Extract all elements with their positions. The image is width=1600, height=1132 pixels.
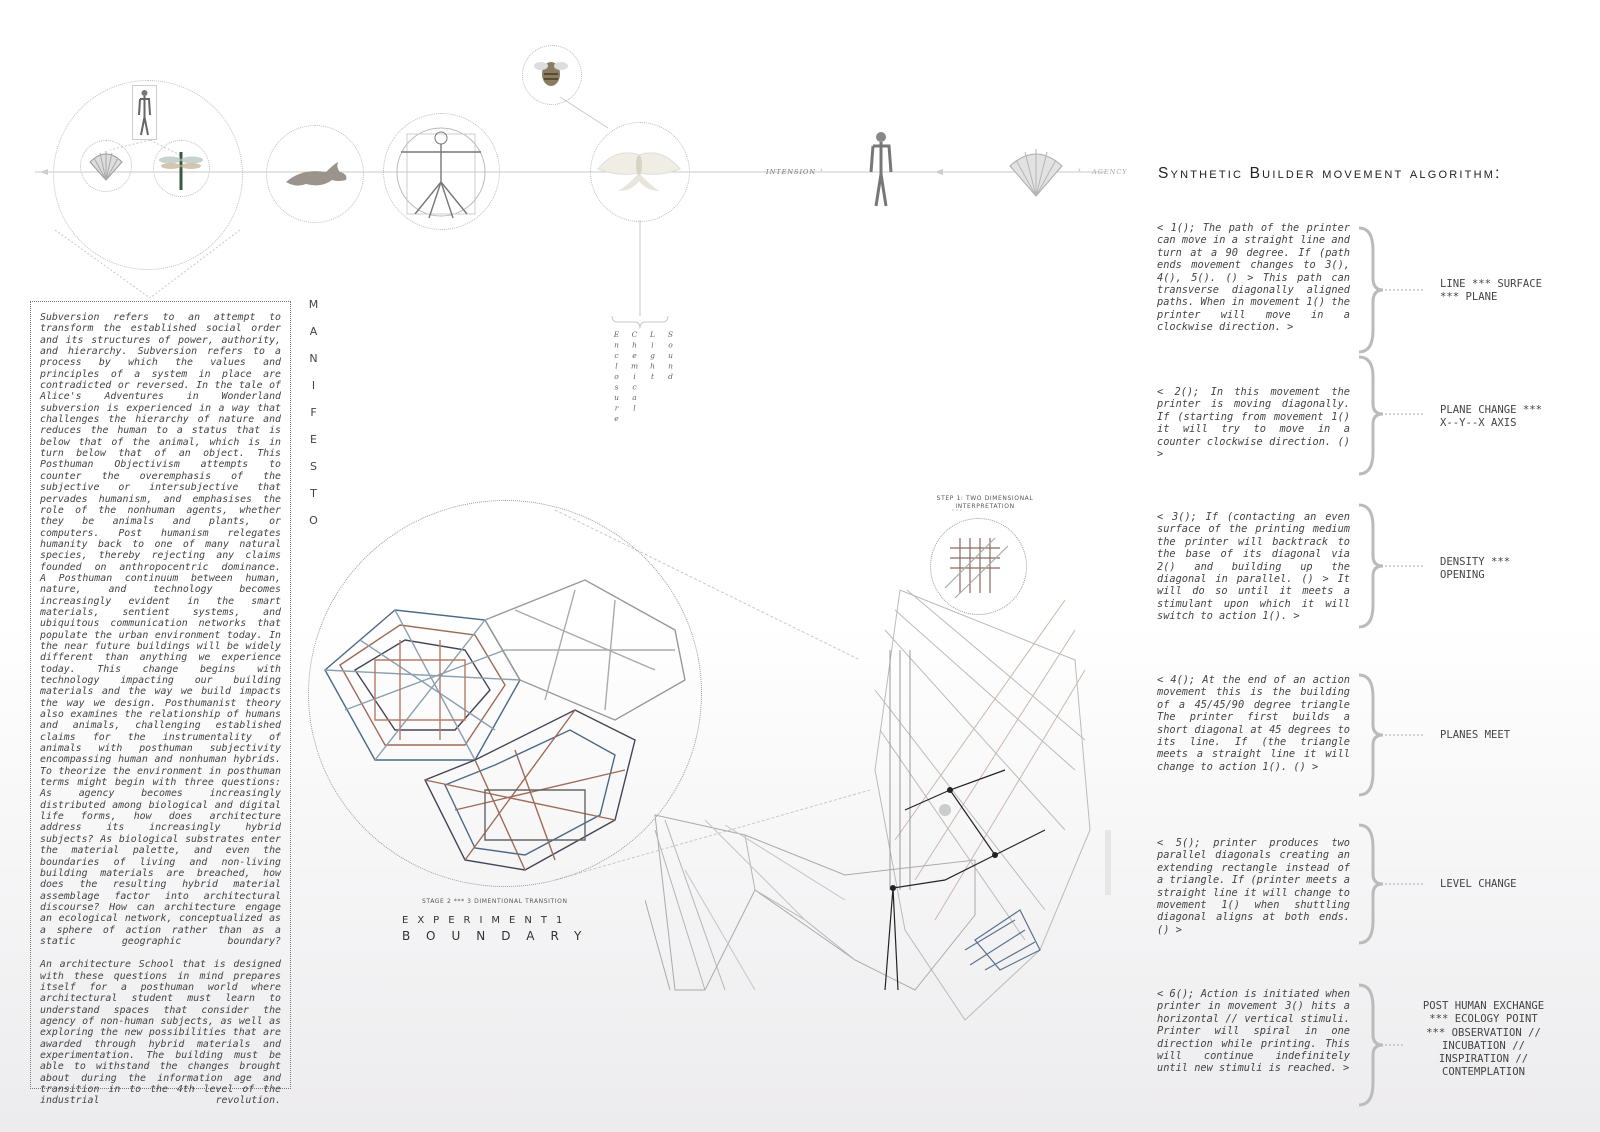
manifesto-paragraph-1: Subversion refers to an attempt to trans… <box>40 312 281 573</box>
bee-circle <box>522 45 582 105</box>
shell-circle <box>80 140 132 192</box>
algorithm-step-2: < 2(); In this movement the printer is m… <box>1157 386 1350 461</box>
sense-enclosure: Enclosure <box>612 330 621 425</box>
manifesto-paragraph-3: To theorize the environment in posthuman… <box>40 765 281 947</box>
experiment-title: EXPERIMENT1 <box>402 915 572 926</box>
algorithm-step-6: < 6(); Action is initiated when printer … <box>1157 988 1350 1075</box>
agency-label: AGENCY <box>1092 168 1128 176</box>
step-3-outcome: DENSITY *** OPENING <box>1440 556 1511 582</box>
experiment-zoom-circle <box>308 500 702 887</box>
algorithm-step-5: < 5(); printer produces two parallel dia… <box>1157 837 1350 936</box>
seashell-large-icon <box>1009 149 1063 197</box>
manifesto-paragraph-2: A Posthuman continuum between human, nat… <box>40 572 281 766</box>
sense-chemical: Chemical <box>630 330 639 414</box>
vitruvian-man-icon <box>396 127 486 219</box>
step-2-outcome: PLANE CHANGE *** X--Y--X AXIS <box>1440 404 1543 430</box>
vitruvian-circle <box>383 113 500 230</box>
intension-label: INTENSION <box>766 168 817 176</box>
boundary-plan-drawing <box>645 589 1111 1021</box>
detail-circle <box>930 518 1027 615</box>
step-4-outcome: PLANES MEET <box>1440 729 1511 741</box>
manifesto-paragraph-4: An architecture School that is designed … <box>40 959 281 1107</box>
step-1-outcome: LINE *** SURFACE *** PLANE <box>1440 278 1543 304</box>
detail-drawing <box>944 537 1009 599</box>
algorithm-title: Synthetic Builder movement algorithm: <box>1158 165 1502 182</box>
hare-circle <box>266 125 364 223</box>
dragonfly-circle <box>153 140 210 197</box>
experiment-subtitle: BOUNDARY <box>402 929 598 943</box>
step-5-outcome: LEVEL CHANGE <box>1440 878 1517 890</box>
human-figure-icon <box>132 85 157 140</box>
manifesto-text-box: Subversion refers to an attempt to trans… <box>30 301 291 1106</box>
moth-circle <box>590 122 690 222</box>
stage-caption: STAGE 2 *** 3 DIMENTIONAL TRANSITION <box>422 898 568 905</box>
sense-sound: Sound <box>666 330 675 383</box>
algorithm-step-3: < 3(); If (contacting an even surface of… <box>1157 511 1350 623</box>
hare-icon <box>286 162 347 186</box>
sense-light: Light <box>648 330 657 383</box>
anatomy-figure-icon <box>869 132 893 207</box>
bee-icon <box>534 62 568 86</box>
step-caption: STEP 1: TWO DIMENSIONAL INTERPRETATION <box>936 495 1034 510</box>
seashell-icon <box>89 151 123 181</box>
manifesto-heading: MANIFESTO <box>307 298 320 541</box>
step-brackets <box>1358 226 1425 1107</box>
polyhedra-drawing <box>324 579 686 871</box>
intension-arrow-icon: › <box>820 166 823 174</box>
algorithm-step-1: < 1(); The path of the printer can move … <box>1157 222 1350 334</box>
moth-icon <box>597 152 681 191</box>
algorithm-step-4: < 4(); At the end of an action movement … <box>1157 674 1350 773</box>
species-group-circle <box>53 80 243 270</box>
dragonfly-icon <box>159 152 203 190</box>
agency-arrow-icon: › <box>1078 166 1081 174</box>
step-6-outcome: POST HUMAN EXCHANGE *** ECOLOGY POINT **… <box>1422 1000 1545 1079</box>
